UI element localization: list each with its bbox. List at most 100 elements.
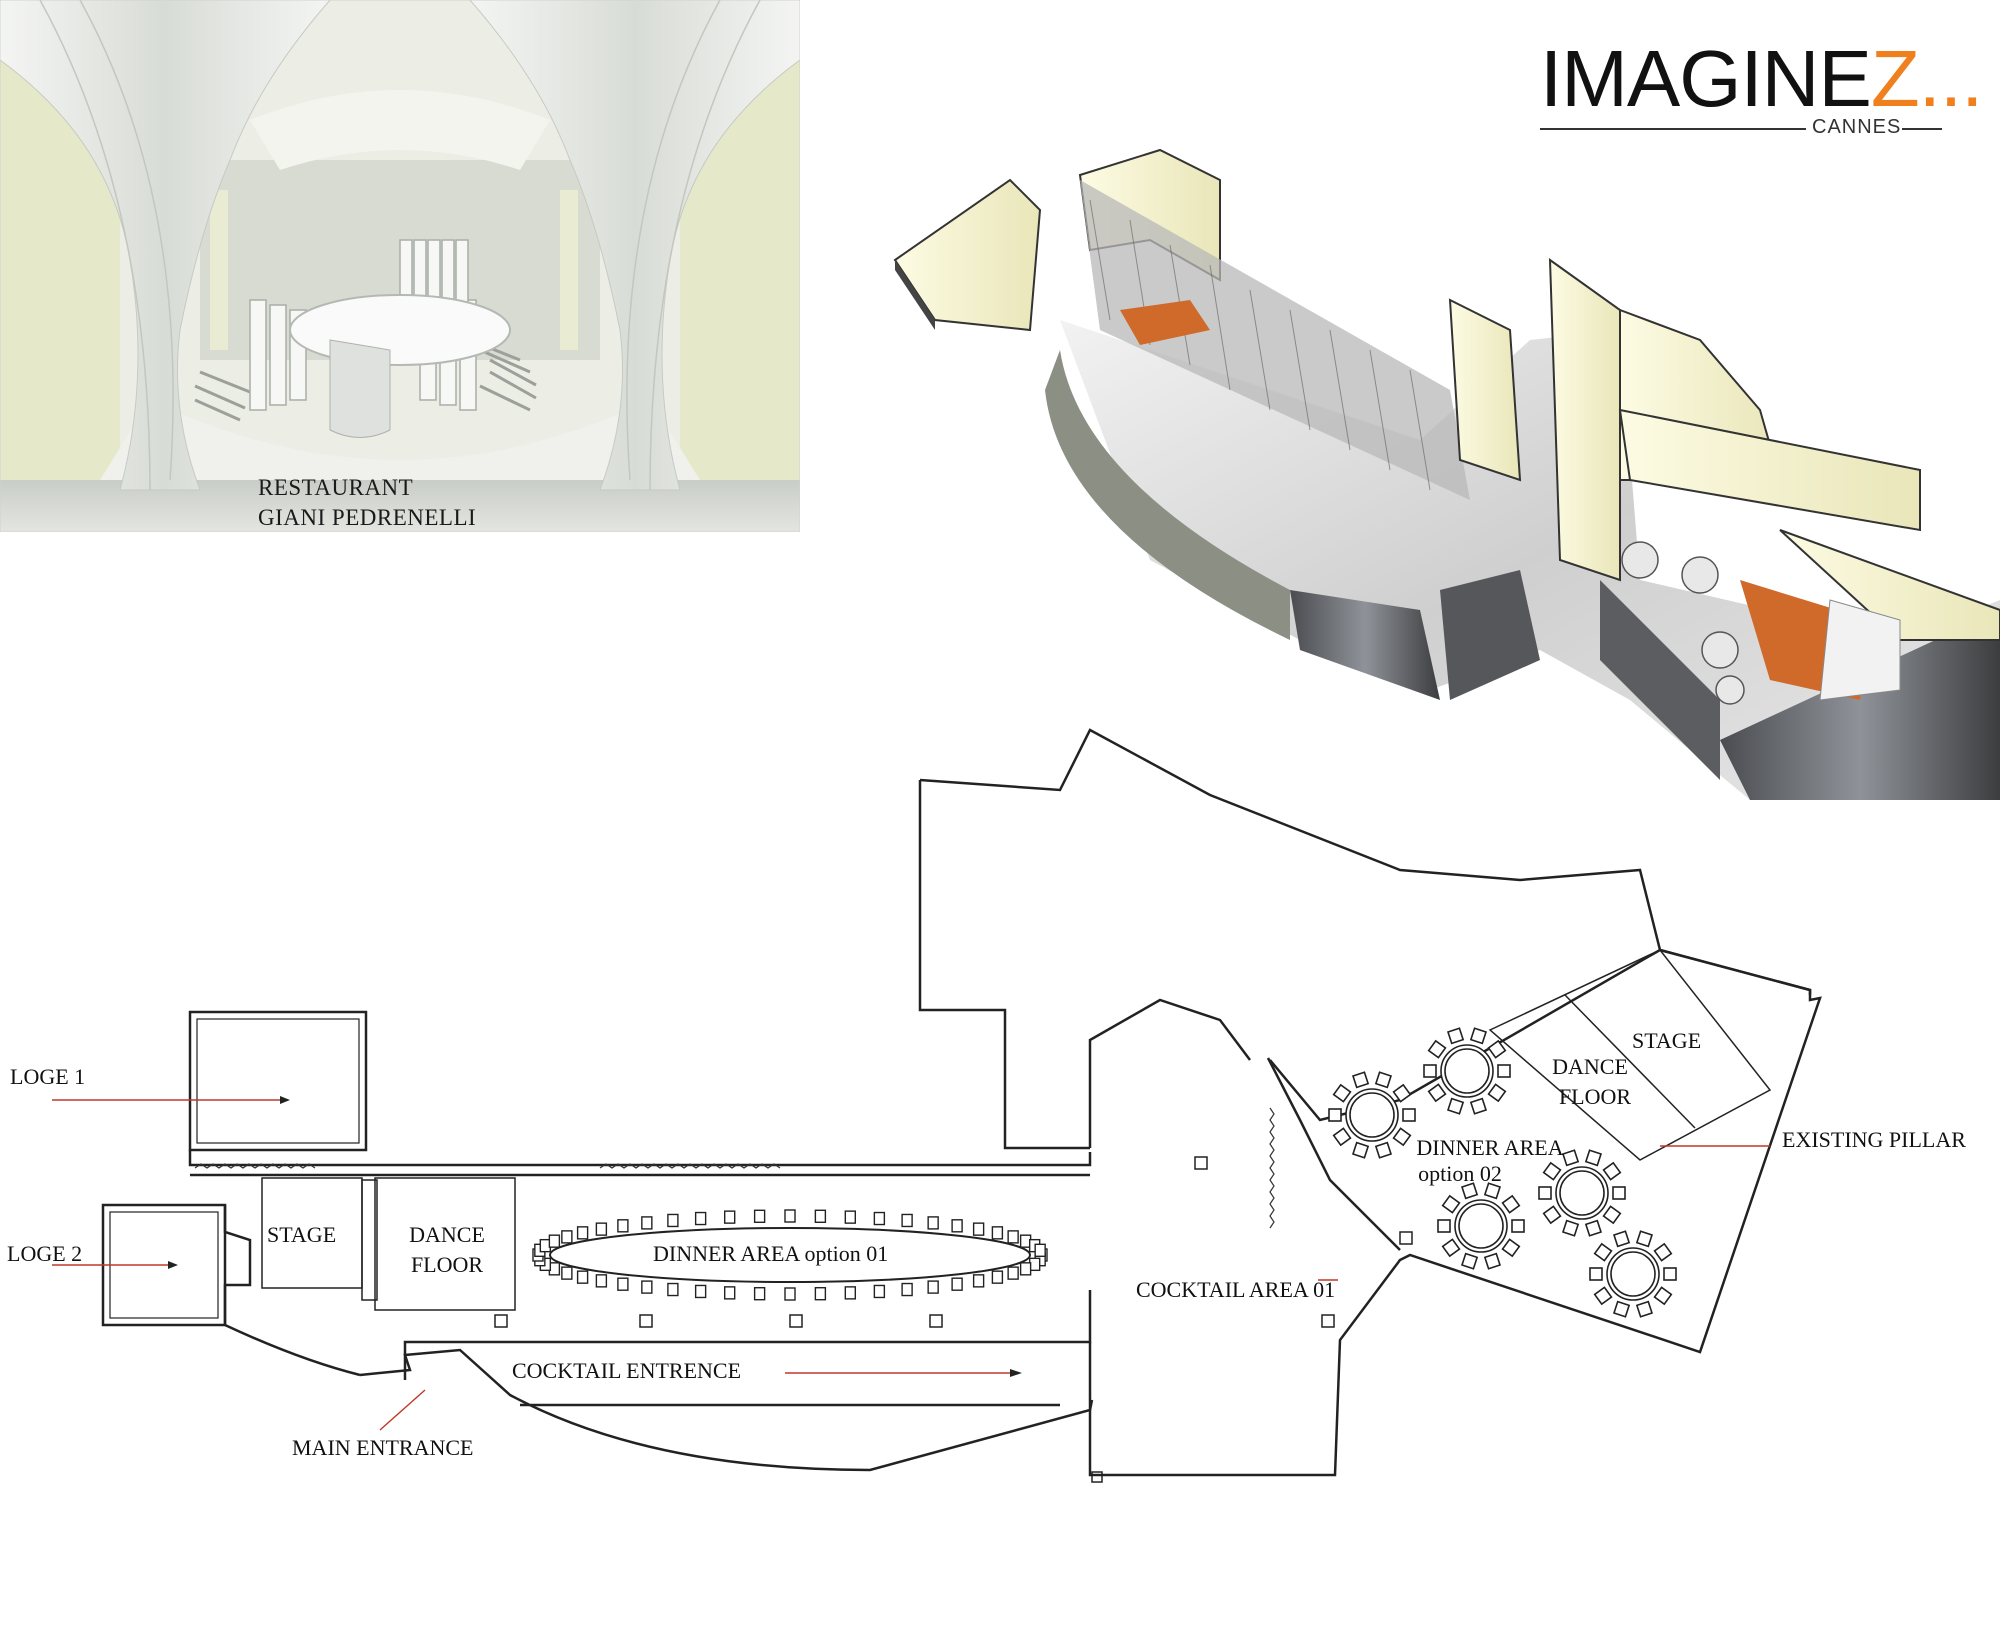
label-dinner-area-2-line1: DINNER AREA [1416,1135,1564,1160]
chair [1446,1097,1465,1115]
chair [1487,1083,1507,1103]
dance-floor-1 [374,1177,516,1311]
chair [784,1209,796,1223]
chair [1469,1027,1488,1045]
round-table [1538,1149,1626,1237]
label-loge-2: LOGE 2 [7,1241,83,1266]
chair [617,1219,629,1233]
chair [576,1226,589,1240]
chair [641,1280,653,1294]
chair [1584,1149,1603,1167]
label-dinner-area-2: DINNER AREA option 02 [1400,1135,1580,1187]
chair [1446,1027,1465,1045]
chair [972,1222,985,1236]
round-table [1328,1071,1416,1159]
chair [927,1216,939,1230]
label-dance-floor-1-line2: FLOOR [410,1252,484,1277]
chair [694,1211,707,1226]
dance-stage-2 [1488,949,1772,1161]
chair [723,1286,736,1300]
chair [873,1211,886,1226]
chair [1589,1267,1603,1281]
chair [972,1274,985,1288]
chair [1392,1127,1412,1147]
chair [784,1287,796,1301]
chair [1483,1252,1502,1270]
chair [951,1277,963,1291]
chair [617,1277,629,1291]
chair [1635,1300,1654,1318]
chair [1593,1242,1613,1262]
chair [1653,1242,1673,1262]
chair [1612,1300,1631,1318]
chair [1501,1194,1521,1214]
chair [1374,1141,1393,1159]
chair [1460,1182,1479,1200]
chair [1427,1039,1447,1059]
dinner-chairs-option-01 [532,1209,1048,1301]
floor-plan [52,728,1822,1483]
chair [1593,1286,1613,1306]
label-dance-floor-2: DANCE FLOOR [1535,1054,1645,1110]
logo-rule-left [1540,128,1806,130]
chair [1392,1083,1412,1103]
chair [694,1284,707,1299]
table-top [1345,1088,1399,1142]
label-dinner-area-1: DINNER AREA option 01 [653,1241,889,1266]
label-dance-floor-1-line1: DANCE [409,1222,485,1247]
render-caption: RESTAURANT GIANI PEDRENELLI [258,473,558,532]
chair [1034,1243,1046,1257]
chair [1469,1097,1488,1115]
chair [991,1270,1004,1284]
chair [1374,1071,1393,1089]
chair [1402,1108,1416,1122]
chair [1497,1064,1511,1078]
label-main-entrance: MAIN ENTRANCE [292,1435,474,1460]
chair [1602,1161,1622,1181]
logo-accent: Z... [1870,34,1984,123]
render-caption-line2: GIANI PEDRENELLI [258,505,477,530]
chair [1487,1039,1507,1059]
chair [1635,1230,1654,1248]
chair [814,1287,827,1301]
chair [1584,1219,1603,1237]
chair [1612,1186,1626,1200]
chair [1351,1141,1370,1159]
chair [1663,1267,1677,1281]
chair [595,1274,608,1288]
chair [1653,1286,1673,1306]
chair [1019,1262,1032,1276]
chair [1441,1238,1461,1258]
chair [667,1213,679,1228]
logo-rule-right [1902,128,1942,130]
chair [667,1282,679,1297]
chair [814,1209,827,1223]
chair [753,1287,766,1301]
table-top [1440,1044,1494,1098]
restaurant-render: RESTAURANT GIANI PEDRENELLI [0,0,800,532]
table-top [1454,1199,1508,1253]
chair [561,1230,573,1244]
dinner-tables-option-02 [1328,1027,1677,1318]
chair [1460,1252,1479,1270]
label-dinner-area-2-line2: option 02 [1418,1161,1502,1186]
round-table [1437,1182,1525,1270]
imaginez-logo: IMAGINEZ... CANNES [1540,36,1983,146]
chair [753,1209,766,1223]
chair [844,1210,857,1224]
chair [1561,1219,1580,1237]
venue-3d-model [893,148,2000,800]
chair [1542,1161,1562,1181]
chair [561,1266,573,1280]
chair [1441,1194,1461,1214]
chair [1332,1083,1352,1103]
chair [873,1284,886,1299]
round-table [1423,1027,1511,1115]
label-pointers [52,1096,1770,1431]
chair [1538,1186,1552,1200]
dinner-table-option-01 [549,1227,1031,1283]
chair [1328,1108,1342,1122]
label-dance-floor-2-line2: FLOOR [1558,1084,1632,1109]
chair [1612,1230,1631,1248]
chair [951,1219,963,1233]
